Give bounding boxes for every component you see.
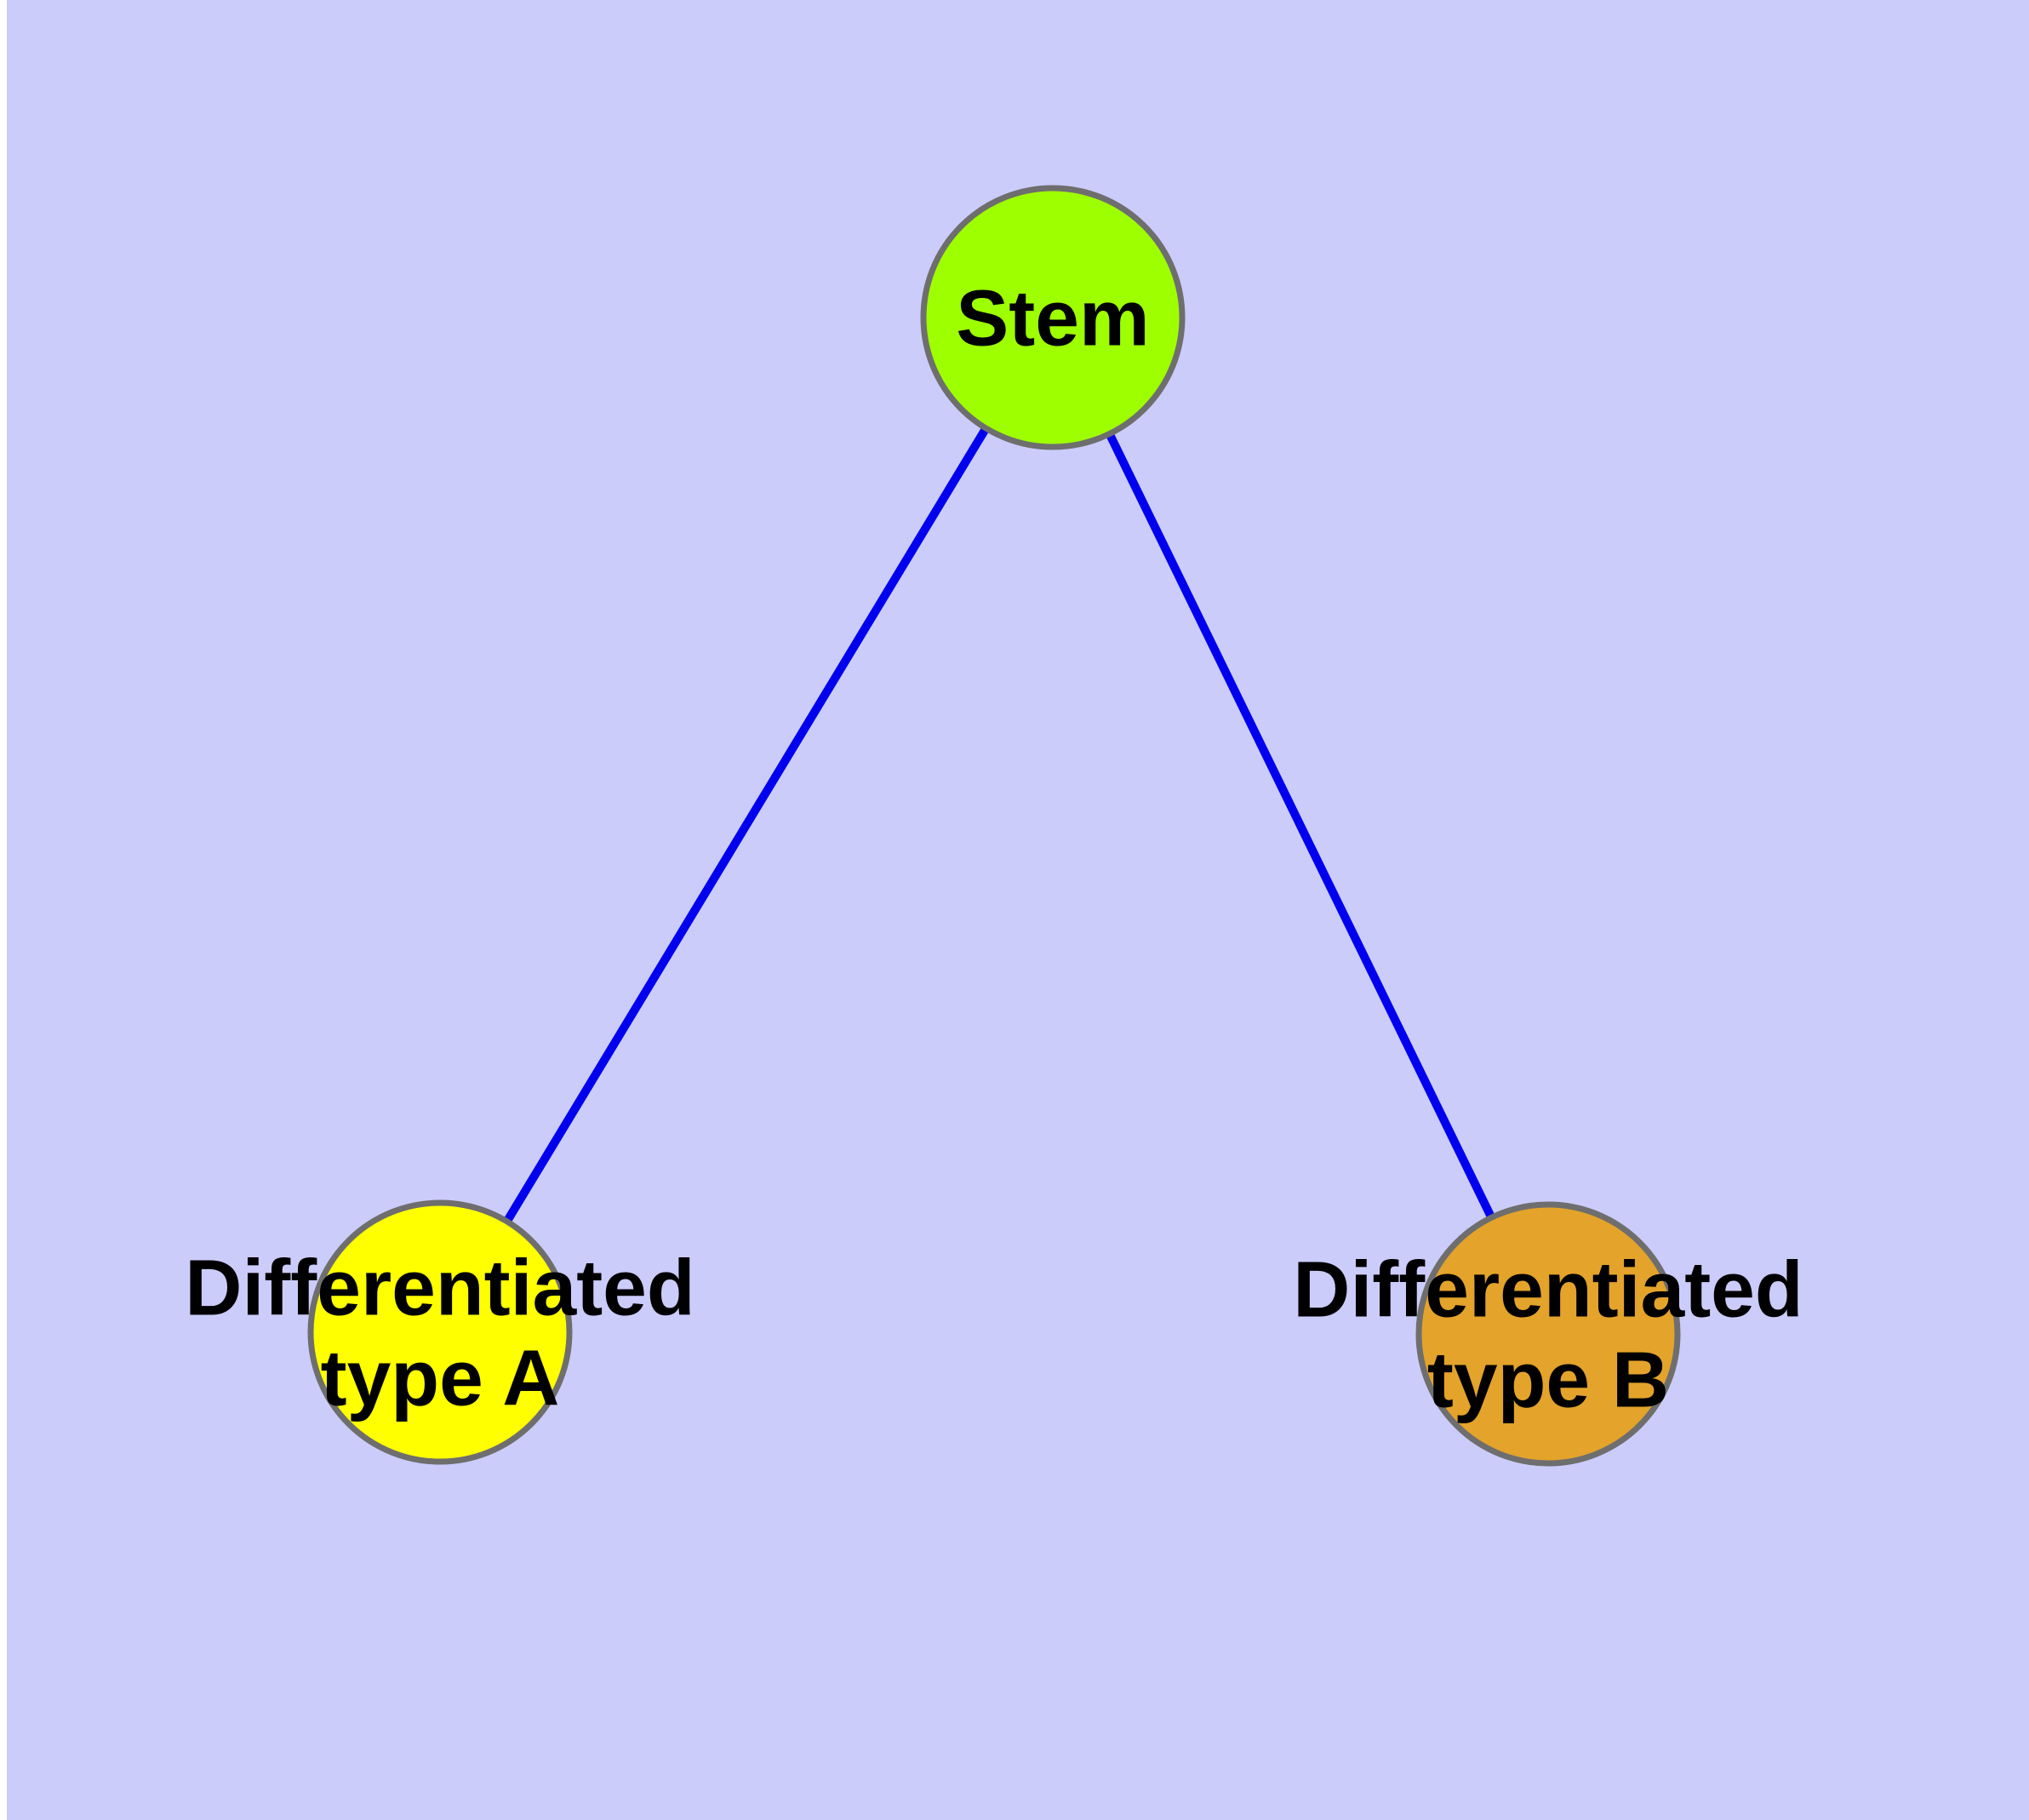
graph-node-stem[interactable] (920, 185, 1186, 450)
graph-edge-stem-to-b (1104, 428, 1497, 1223)
graph-node-diff-a[interactable] (307, 1199, 573, 1465)
graph-node-label-stem: Stem (956, 274, 1149, 363)
graph-node-label-line: Differentiated (185, 1244, 694, 1332)
edges-layer (501, 423, 1497, 1227)
graph-node-label-line: type A (321, 1334, 560, 1422)
graph-edge-stem-to-a (501, 423, 992, 1227)
nodes-layer (307, 185, 1681, 1467)
graph-node-label-line: Stem (956, 274, 1149, 363)
graph-node-label-line: Differentiated (1293, 1245, 1803, 1334)
graph-node-diff-b[interactable] (1415, 1201, 1681, 1467)
graph-node-label-line: type B (1427, 1336, 1669, 1424)
